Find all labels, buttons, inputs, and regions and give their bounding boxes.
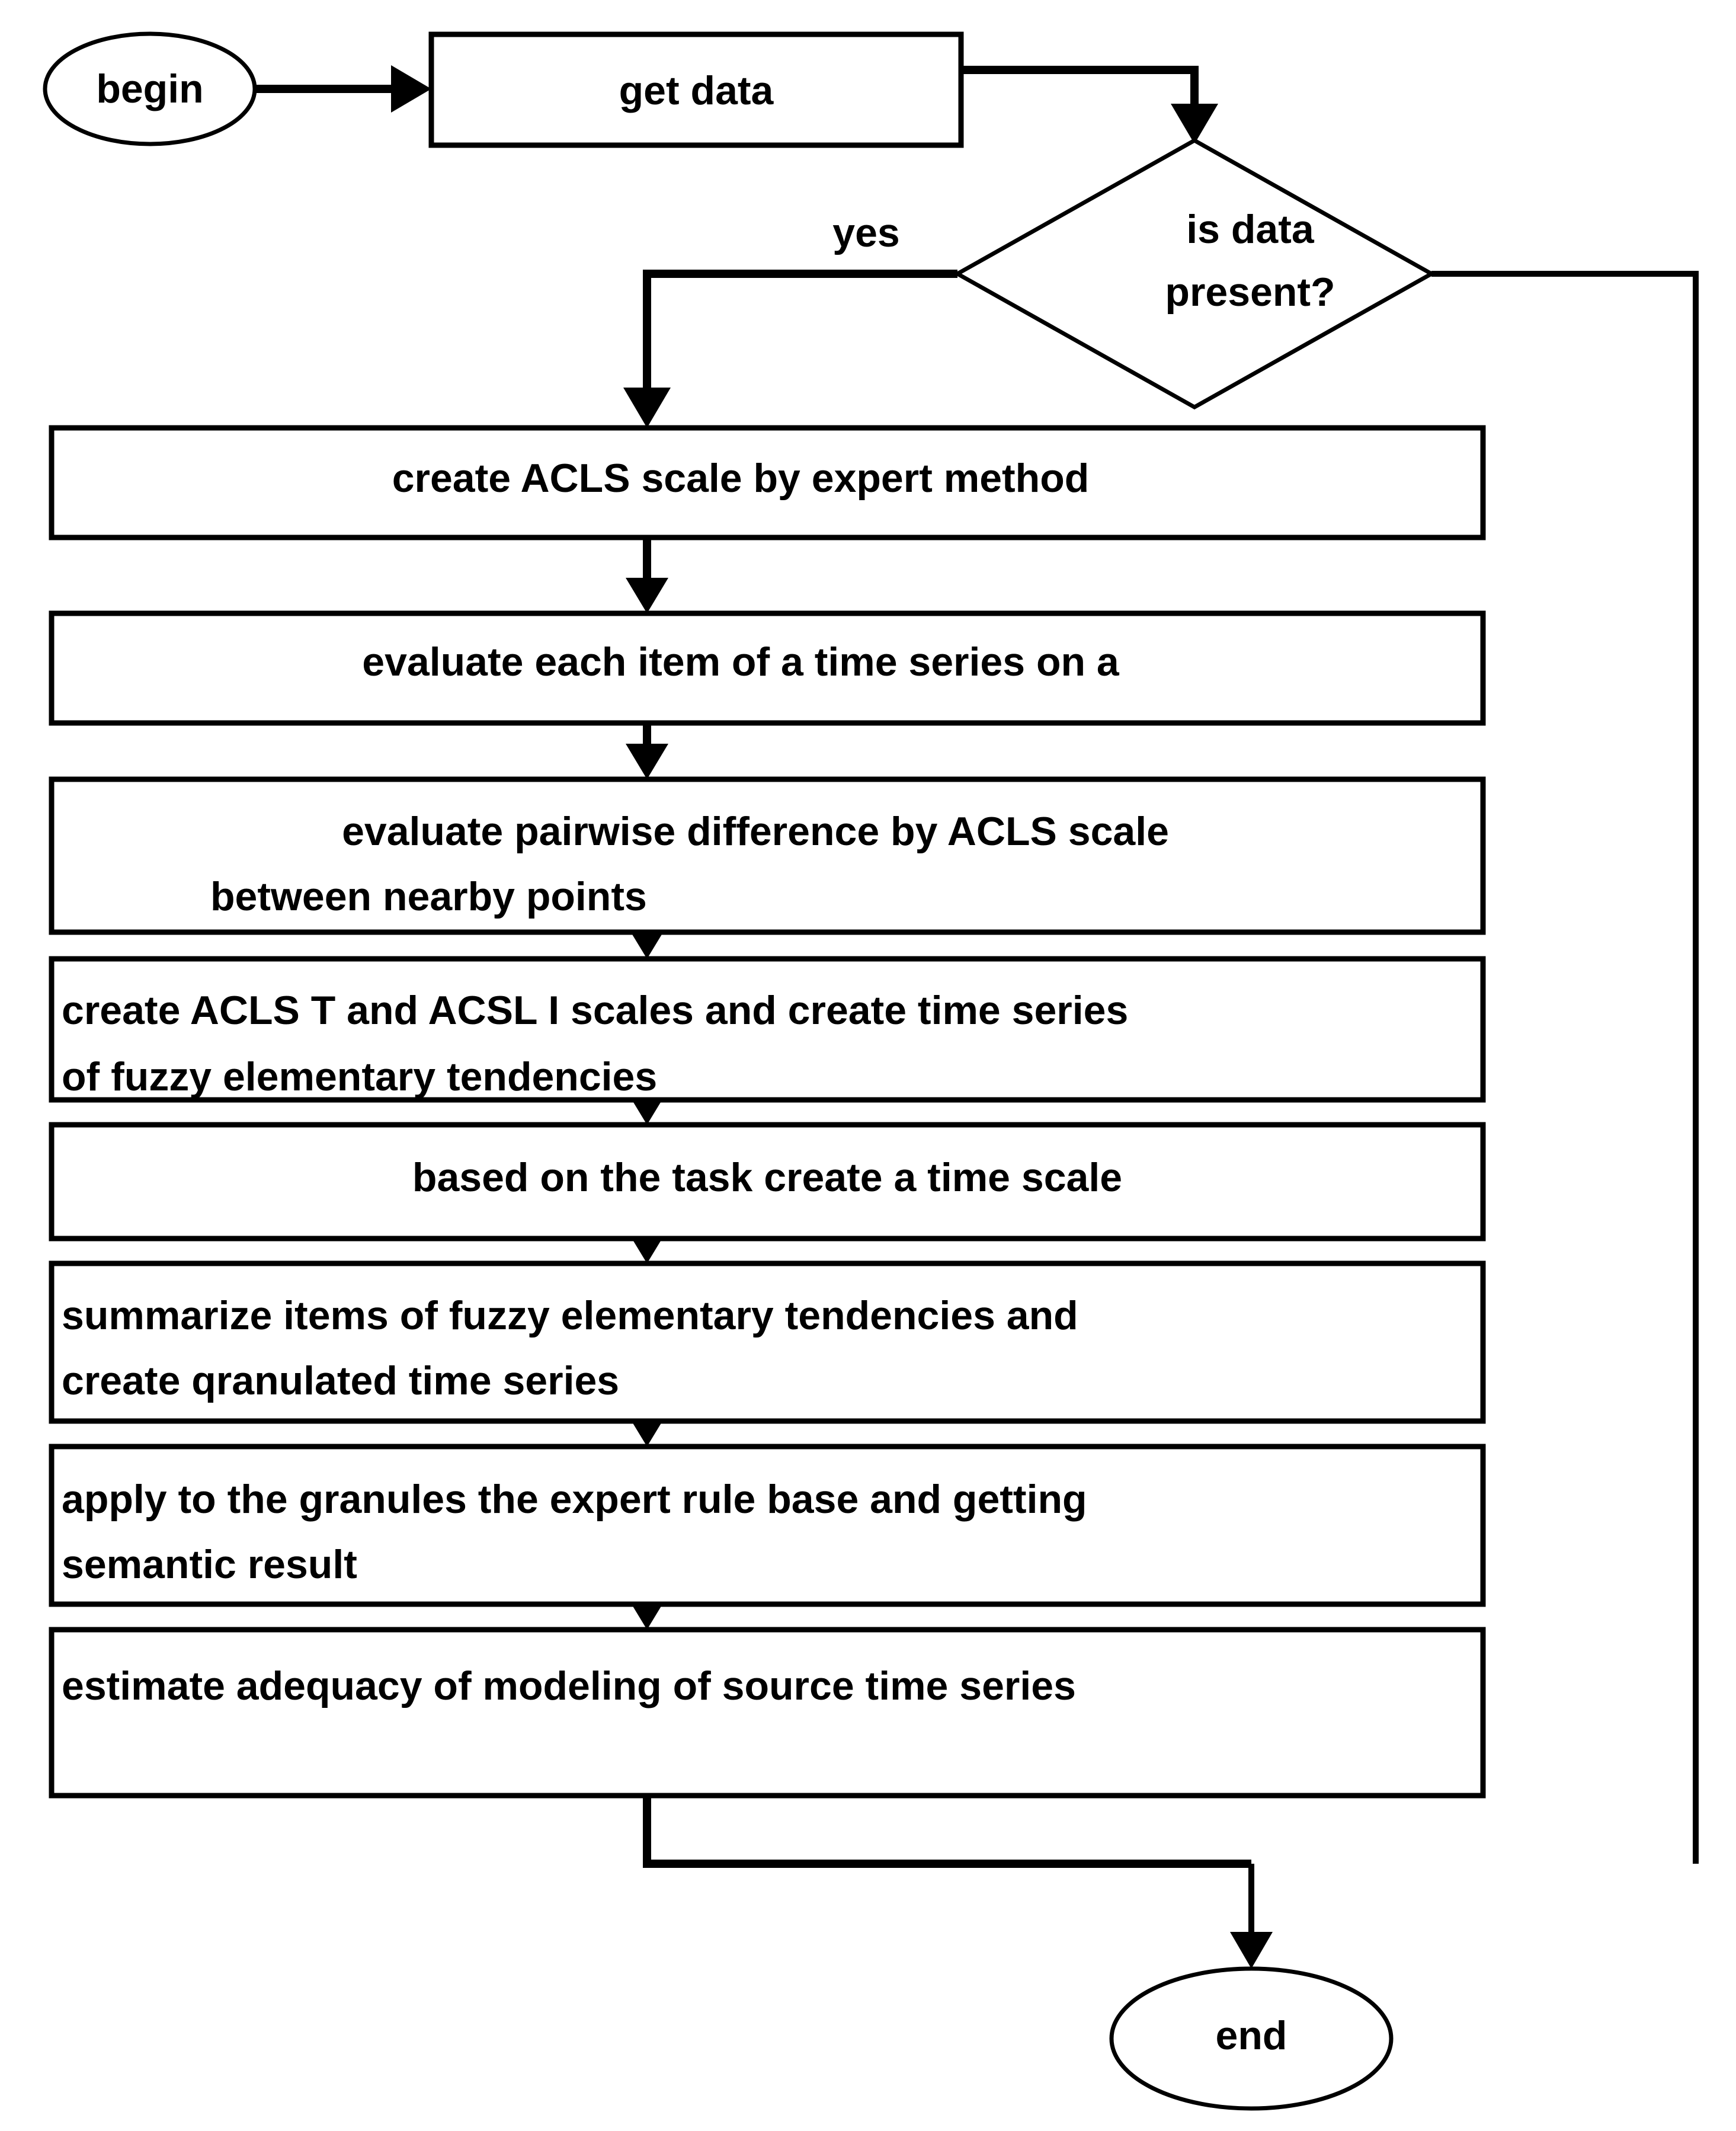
node-p7-label-line2: semantic result: [62, 1542, 357, 1587]
node-p5[interactable]: based on the task create a time scale: [49, 1122, 1486, 1242]
node-p2-label: evaluate each item of a time series on a: [362, 639, 1120, 684]
node-end-label: end: [1216, 2013, 1287, 2058]
edge-decision-no-to-end: [1431, 271, 1699, 1864]
node-p3-label-line2: between nearby points: [210, 874, 647, 919]
edge-p2-to-p3: [626, 722, 668, 779]
node-p6[interactable]: summarize items of fuzzy elementary tend…: [49, 1260, 1486, 1424]
node-p6-label-line1: summarize items of fuzzy elementary tend…: [62, 1293, 1078, 1338]
edge-label-yes: yes: [832, 210, 899, 255]
node-is-data-present[interactable]: is data present?: [953, 137, 1436, 410]
node-is-data-present-label-line1: is data: [1186, 207, 1315, 252]
edge-begin-to-get-data: [255, 65, 431, 113]
node-begin-label: begin: [96, 66, 203, 111]
node-p4[interactable]: create ACLS T and ACSL I scales and crea…: [49, 956, 1486, 1103]
node-p4-label-line1: create ACLS T and ACSL I scales and crea…: [62, 988, 1128, 1033]
node-p3[interactable]: evaluate pairwise difference by ACLS sca…: [49, 776, 1486, 935]
node-p7-label-line1: apply to the granules the expert rule ba…: [62, 1477, 1087, 1522]
node-p5-label: based on the task create a time scale: [412, 1155, 1122, 1200]
node-end[interactable]: end: [1109, 1966, 1394, 2111]
node-begin[interactable]: begin: [43, 31, 257, 146]
node-p8-label: estimate adequacy of modeling of source …: [62, 1663, 1076, 1708]
node-p2[interactable]: evaluate each item of a time series on a: [49, 610, 1486, 726]
node-get-data[interactable]: get data: [428, 31, 964, 148]
node-p7[interactable]: apply to the granules the expert rule ba…: [49, 1444, 1486, 1607]
edge-decision-yes-to-p1: [623, 270, 957, 428]
node-p1-label: create ACLS scale by expert method: [392, 456, 1090, 501]
node-get-data-label: get data: [619, 68, 774, 113]
edge-p1-to-p2: [626, 537, 668, 613]
node-p1[interactable]: create ACLS scale by expert method: [49, 425, 1486, 540]
node-p3-label-line1: evaluate pairwise difference by ACLS sca…: [342, 809, 1169, 854]
edge-p8-to-end: [643, 1796, 1273, 1969]
node-p6-label-line2: create qranulated time series: [62, 1358, 619, 1403]
node-is-data-present-label-line2: present?: [1165, 270, 1335, 315]
node-p8[interactable]: estimate adequacy of modeling of source …: [49, 1627, 1486, 1799]
edge-get-data-to-decision: [961, 66, 1218, 144]
node-p4-label-line2: of fuzzy elementary tendencies: [62, 1054, 657, 1099]
